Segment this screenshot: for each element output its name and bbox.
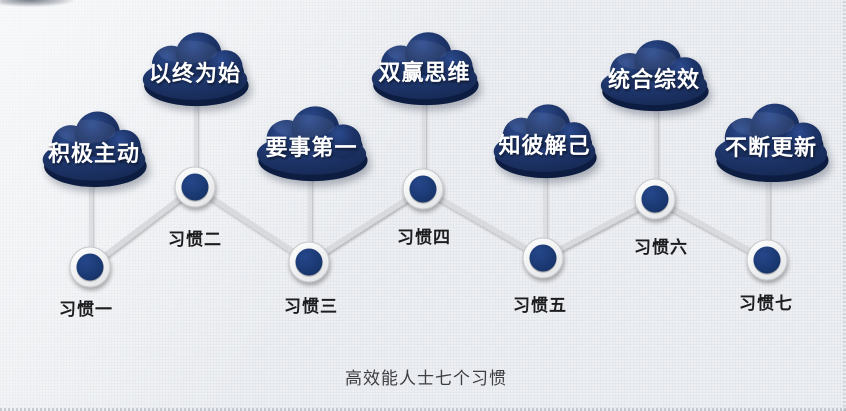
habit-name: 双赢思维	[378, 61, 471, 87]
habit-name: 以终为始	[148, 61, 241, 87]
habit-label-5: 习惯五	[513, 296, 567, 316]
habit-node-dot	[295, 248, 323, 276]
habit-label-1: 习惯一	[59, 300, 113, 320]
diagram-title: 高效能人士七个习惯	[345, 369, 507, 389]
habit-node-dot	[529, 244, 557, 272]
habit-node-dot	[753, 246, 781, 274]
habit-name: 积极主动	[47, 141, 140, 167]
habit-node-7	[746, 239, 788, 281]
habit-node-dot	[409, 175, 437, 203]
habit-node-6	[634, 178, 676, 220]
habit-name: 要事第一	[265, 136, 358, 162]
habit-node-5	[522, 237, 564, 279]
habit-label-2: 习惯二	[168, 230, 222, 250]
habit-cloud-2: 以终为始	[140, 27, 250, 107]
habit-node-dot	[181, 173, 209, 201]
cloud-icon	[493, 104, 597, 179]
cloud-icon	[371, 32, 479, 106]
habit-cloud-6: 统合综效	[598, 35, 710, 112]
cloud-icon	[600, 40, 709, 112]
cloud-icon	[42, 111, 147, 188]
habit-cloud-3: 要事第一	[254, 101, 369, 182]
habit-node-4	[402, 168, 444, 210]
habit-label-3: 习惯三	[284, 297, 338, 317]
cloud-icon	[256, 106, 368, 182]
habit-name: 统合综效	[607, 68, 700, 94]
habit-cloud-1: 积极主动	[40, 106, 148, 188]
habit-name: 不断更新	[724, 135, 817, 161]
habit-node-dot	[641, 185, 669, 213]
habit-node-3	[288, 241, 330, 283]
slide-edge-texture	[843, 0, 846, 411]
cloud-icon	[714, 103, 829, 183]
habit-name: 知彼解己	[498, 133, 591, 159]
habit-label-7: 习惯七	[739, 294, 793, 314]
habit-node-2	[174, 166, 216, 208]
habit-node-dot	[76, 253, 104, 281]
habit-label-4: 习惯四	[397, 228, 451, 248]
habit-label-6: 习惯六	[634, 238, 688, 258]
habit-cloud-7: 不断更新	[712, 98, 830, 183]
habit-node-1	[69, 246, 111, 288]
habit-cloud-5: 知彼解己	[491, 99, 598, 179]
corner-shadow	[0, 0, 92, 13]
cloud-icon	[142, 32, 249, 107]
habit-cloud-4: 双赢思维	[369, 27, 480, 106]
